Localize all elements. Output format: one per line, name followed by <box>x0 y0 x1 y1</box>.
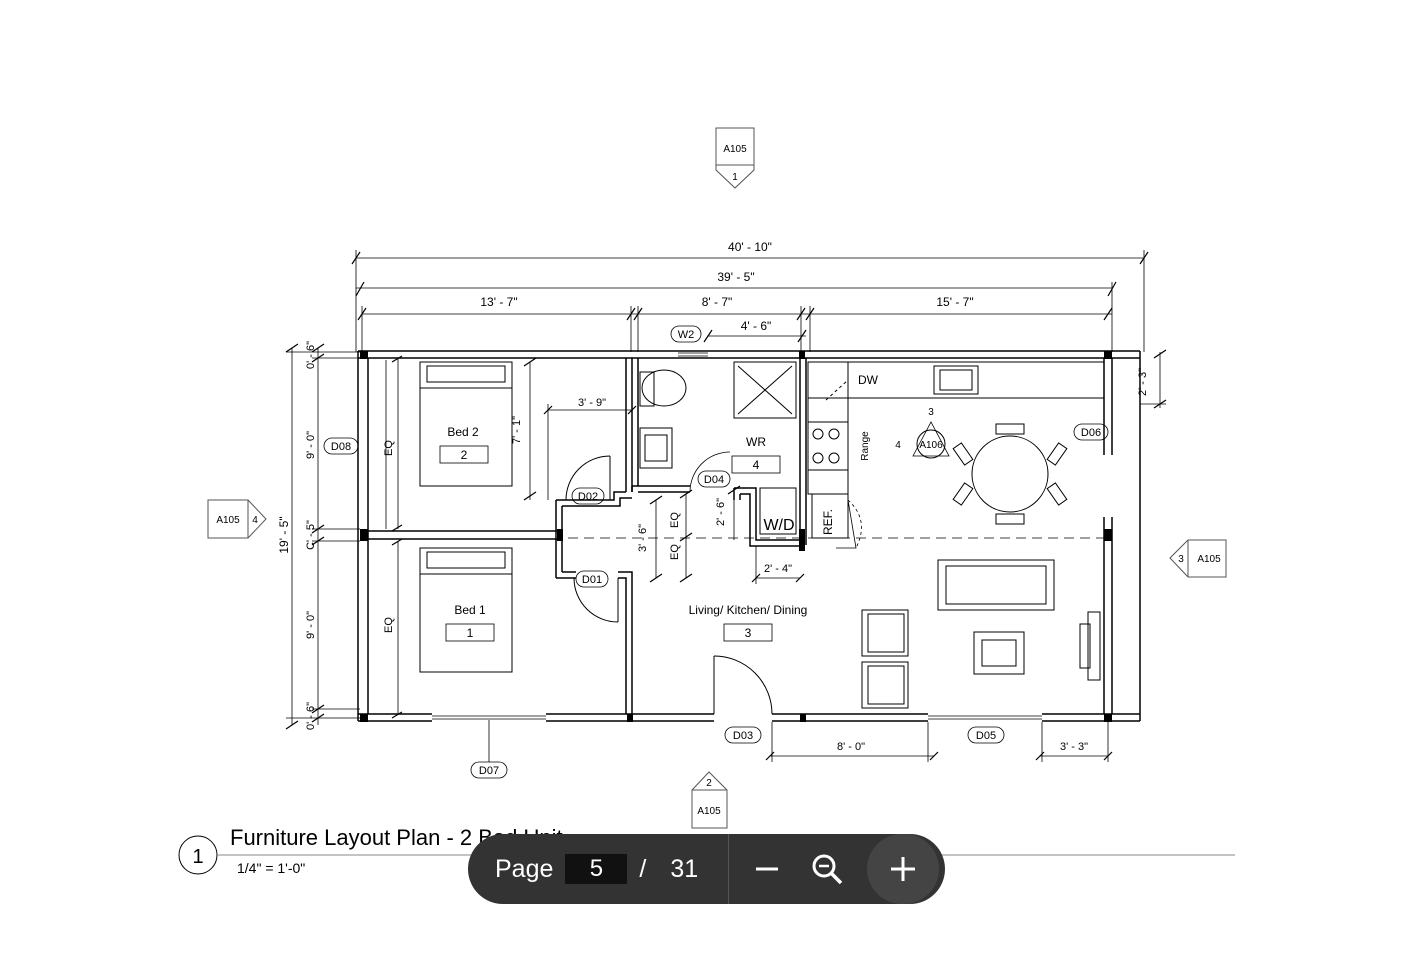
dim-left-5: 0' - 6" <box>305 702 317 730</box>
pdf-page-toolbar: Page / 31 <box>468 834 945 904</box>
dining-table <box>952 423 1068 525</box>
section-marker-left-sheet: A105 <box>216 515 240 526</box>
drawing-scale: 1/4" = 1'-0" <box>237 860 305 876</box>
room-number-box-living <box>723 623 773 642</box>
dim-wr-width: 4' - 6" <box>741 319 772 333</box>
eq-label-bed2: EQ <box>383 440 395 456</box>
section-marker-bottom-number: 2 <box>706 778 712 789</box>
total-pages: 31 <box>670 854 699 883</box>
page-separator: / <box>639 854 647 883</box>
kitchen-counters <box>807 361 1105 539</box>
eq-label-hall-1: EQ <box>669 512 681 528</box>
door-tag-d04: D04 <box>704 474 724 486</box>
view-number: 1 <box>192 846 203 868</box>
dim-left-2: 9' - 0" <box>305 431 317 459</box>
section-marker-top-number: 1 <box>732 172 738 183</box>
room-number-box-bed2 <box>439 445 489 464</box>
dim-top-right: 15' - 7" <box>936 295 973 309</box>
dim-bottom-right: 3' - 3" <box>1060 741 1088 753</box>
section-marker-right: 3 A105 <box>1169 539 1227 578</box>
dw-label: DW <box>858 373 879 387</box>
left-dimensions <box>285 343 360 730</box>
dim-top-middle: 8' - 7" <box>702 295 733 309</box>
dim-overall-inner: 39' - 5" <box>717 270 754 284</box>
elevation-tag-left: 4 <box>895 440 901 451</box>
dim-left-overall: 19' - 5" <box>277 516 291 553</box>
section-marker-left: A105 4 <box>207 499 267 539</box>
zoom-reset-button[interactable] <box>797 834 857 904</box>
hall-dimensions <box>649 485 805 584</box>
right-dimension <box>1140 349 1167 409</box>
dim-left-4: 9' - 0" <box>305 611 317 639</box>
room-number-wr: 4 <box>753 458 760 472</box>
bed-2-dimensions <box>385 355 637 719</box>
room-name-living: Living/ Kitchen/ Dining <box>689 603 808 617</box>
plus-icon <box>891 857 916 881</box>
dim-top-left: 13' - 7" <box>480 295 517 309</box>
section-marker-bottom: 2 A105 <box>691 771 728 829</box>
toolbar-divider <box>728 834 730 904</box>
room-name-bed2: Bed 2 <box>447 425 479 439</box>
bed-1-furniture <box>419 547 513 673</box>
washer-dryer <box>759 487 797 535</box>
section-marker-top: A105 1 <box>715 127 755 189</box>
page-label: Page <box>495 854 554 883</box>
zoom-out-button[interactable] <box>737 834 797 904</box>
door-tag-d07: D07 <box>479 765 499 777</box>
room-number-bed2: 2 <box>461 448 468 462</box>
ref-label: REF. <box>821 509 835 535</box>
window-tag-w2: W2 <box>678 329 695 341</box>
bed-2-furniture <box>419 361 513 487</box>
minus-icon <box>756 867 779 871</box>
section-marker-right-sheet: A105 <box>1197 554 1221 565</box>
dim-bed2-depth: 7' - 1" <box>511 416 523 444</box>
dim-hall-depth: 3' - 6" <box>637 524 649 552</box>
section-marker-bottom-sheet: A105 <box>697 806 721 817</box>
door-tag-d01: D01 <box>582 574 602 586</box>
room-name-wr: WR <box>746 435 766 449</box>
dim-left-1: 0' - 6" <box>305 341 317 369</box>
washroom-fixtures <box>639 361 797 469</box>
room-name-bed1: Bed 1 <box>454 603 486 617</box>
bottom-dimensions <box>765 722 1113 762</box>
room-number-box-wr <box>731 455 781 474</box>
exterior-walls <box>357 350 1141 722</box>
door-tag-d06: D06 <box>1081 427 1101 439</box>
elevation-tag-sheet: A106 <box>919 440 943 451</box>
door-swings <box>565 451 862 715</box>
eq-label-bed1: EQ <box>383 617 395 633</box>
section-marker-right-number: 3 <box>1178 554 1184 565</box>
elevation-tag <box>912 421 950 459</box>
elevation-tag-top: 3 <box>928 407 934 418</box>
dim-closet-width: 2' - 4" <box>764 563 792 575</box>
page-number-input[interactable] <box>565 854 628 884</box>
room-number-box-bed1 <box>445 623 495 642</box>
washer-dryer-label: W/D <box>763 517 794 534</box>
magnifier-icon <box>812 854 843 885</box>
section-marker-left-number: 4 <box>252 515 258 526</box>
corner-posts <box>360 351 1112 722</box>
dim-overall-outer: 40' - 10" <box>728 240 772 254</box>
room-number-living: 3 <box>745 626 752 640</box>
zoom-in-button[interactable] <box>867 834 940 904</box>
section-marker-top-sheet: A105 <box>723 144 747 155</box>
door-tag-d08: D08 <box>331 441 351 453</box>
top-dimensions <box>351 250 1149 352</box>
dim-bed2-width: 3' - 9" <box>578 397 606 409</box>
door-tag-d03: D03 <box>733 730 753 742</box>
dim-right: 2' - 3" <box>1137 368 1149 396</box>
eq-label-hall-2: EQ <box>669 544 681 560</box>
door-tags <box>323 325 1109 779</box>
interior-walls <box>368 358 807 714</box>
dim-closet-depth: 2' - 6" <box>715 498 727 526</box>
dim-left-3: C' - 5" <box>305 520 317 550</box>
dim-bottom-window: 8' - 0" <box>837 741 865 753</box>
door-tag-d05: D05 <box>976 730 996 742</box>
range-label: Range <box>860 431 871 461</box>
room-number-bed1: 1 <box>467 626 474 640</box>
door-tag-d02: D02 <box>578 491 598 503</box>
living-furniture <box>861 559 1101 709</box>
